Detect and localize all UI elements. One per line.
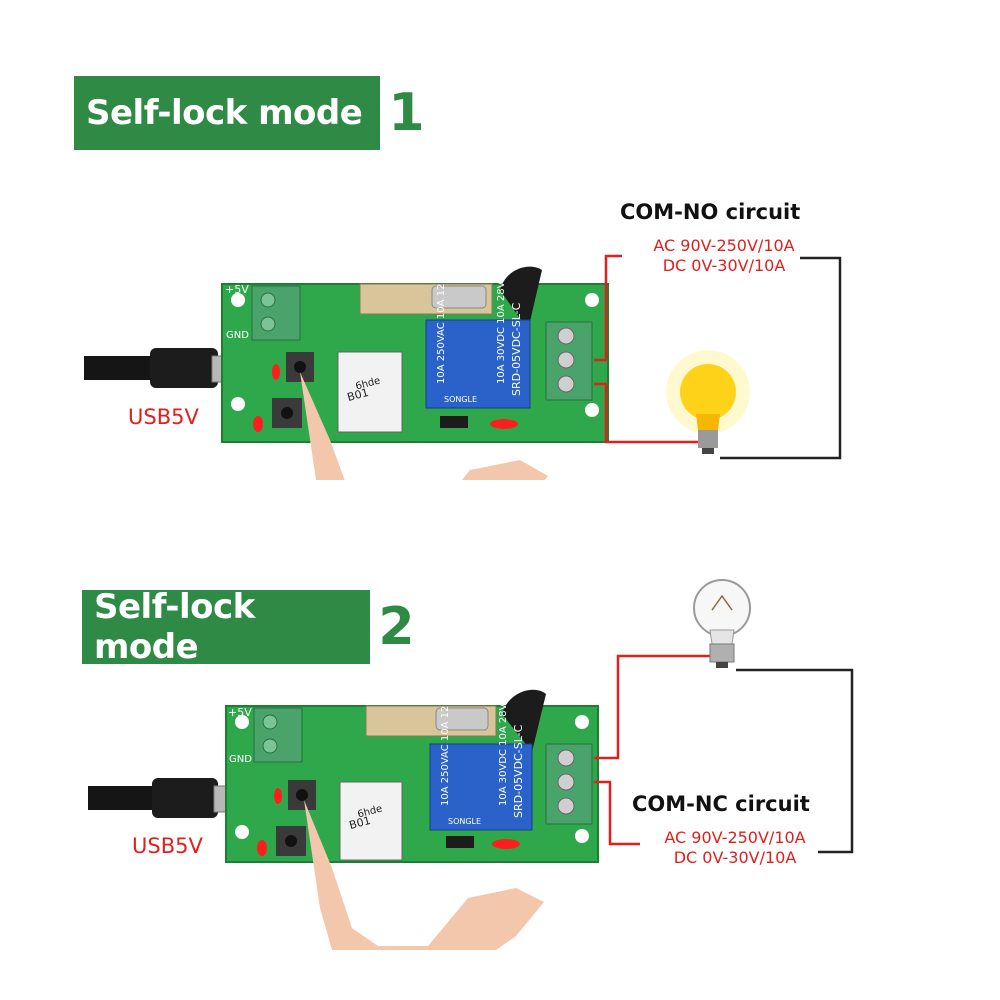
module-text: B01	[348, 814, 372, 832]
antenna	[502, 689, 546, 752]
mount-hole-icon	[585, 293, 599, 307]
unlit-bulb-icon	[693, 579, 751, 668]
red-wire	[594, 254, 622, 362]
wifi-module	[339, 781, 403, 861]
usb-plug	[152, 778, 218, 818]
wifi-module	[337, 351, 403, 433]
lit-bulb-icon	[666, 350, 750, 454]
crystal	[431, 285, 487, 309]
black-wire	[736, 668, 854, 854]
mode-2-rating: AC 90V-250V/10A DC 0V-30V/10A	[640, 828, 830, 868]
power-label: +5V	[228, 706, 252, 719]
relay-model: SRD-05VDC-SL-C	[512, 724, 525, 818]
relay-brand: SONGLE	[448, 817, 481, 826]
led-indicator	[274, 788, 282, 804]
relay-model: SRD-05VDC-SL-C	[510, 302, 523, 396]
mode-2-rating-dc: DC 0V-30V/10A	[673, 848, 797, 867]
hand-icon	[304, 800, 544, 950]
mode-1-rating: AC 90V-250V/10A DC 0V-30V/10A	[630, 236, 818, 276]
mode-1-number: 1	[388, 83, 424, 143]
mode-2-banner: Self-lock mode 2	[82, 587, 414, 667]
relay	[425, 319, 531, 409]
red-wire	[594, 654, 714, 760]
module-text: B01	[346, 386, 370, 404]
mode-1-usb-label: USB5V	[128, 405, 199, 429]
mode-1-circuit-title: COM-NO circuit	[620, 200, 801, 224]
led-indicator	[253, 416, 263, 432]
relay-rating-right: 10A 30VDC 10A 28VDC	[496, 267, 507, 384]
mount-hole-icon	[575, 829, 589, 843]
mode-2-label: Self-lock mode	[94, 587, 255, 667]
mode-1-diagram: +5V GND B01 6hde 10A 250VAC 10A 125VAC 1…	[84, 254, 842, 480]
usb-cable	[84, 356, 154, 380]
mount-hole-icon	[231, 293, 245, 307]
mode-2-usb-label: USB5V	[132, 834, 203, 858]
led-indicator	[490, 419, 518, 429]
usb-cable	[88, 786, 158, 810]
power-terminal	[253, 707, 303, 763]
usb-plug	[150, 348, 218, 388]
black-wire	[720, 256, 842, 460]
ground-label: GND	[229, 754, 252, 765]
power-label: +5V	[225, 283, 249, 296]
mode-1-rating-ac: AC 90V-250V/10A	[653, 236, 795, 255]
mode-2-section: Self-lock mode 2 +5V GND B01 6hde	[0, 500, 1000, 980]
mode-1-rating-dc: DC 0V-30V/10A	[662, 256, 786, 275]
mount-hole-icon	[585, 403, 599, 417]
mount-hole-icon	[575, 715, 589, 729]
relay-brand: SONGLE	[444, 395, 477, 404]
red-wire	[594, 780, 640, 846]
relay-rating-right: 10A 30VDC 10A 28VDC	[498, 689, 509, 806]
antenna	[500, 266, 542, 330]
mount-hole-icon	[235, 825, 249, 839]
led-indicator	[492, 839, 520, 849]
mode-1-label: Self-lock mode	[86, 93, 363, 133]
relay-rating-left: 10A 250VAC 10A 125VAC	[440, 679, 451, 806]
hand-icon	[300, 372, 548, 480]
mode-2-rating-ac: AC 90V-250V/10A	[664, 828, 806, 847]
mode-1-section: Self-lock mode 1 +5V GND B01 6hde	[0, 0, 1000, 480]
mode-2-circuit-title: COM-NC circuit	[632, 792, 810, 816]
ground-label: GND	[226, 330, 249, 341]
relay	[429, 743, 533, 831]
power-terminal	[251, 285, 301, 341]
crystal	[435, 707, 489, 731]
mount-hole-icon	[231, 397, 245, 411]
led-indicator	[257, 840, 267, 856]
mode-2-diagram: +5V GND B01 6hde 10A 250VAC 10A 125VAC 1…	[88, 579, 854, 950]
relay-rating-left: 10A 250VAC 10A 125VAC	[436, 257, 447, 384]
led-indicator	[272, 364, 280, 380]
mode-2-number: 2	[378, 597, 414, 657]
mode-1-banner: Self-lock mode 1	[74, 76, 424, 150]
red-wire	[594, 382, 700, 444]
mount-hole-icon	[235, 715, 249, 729]
